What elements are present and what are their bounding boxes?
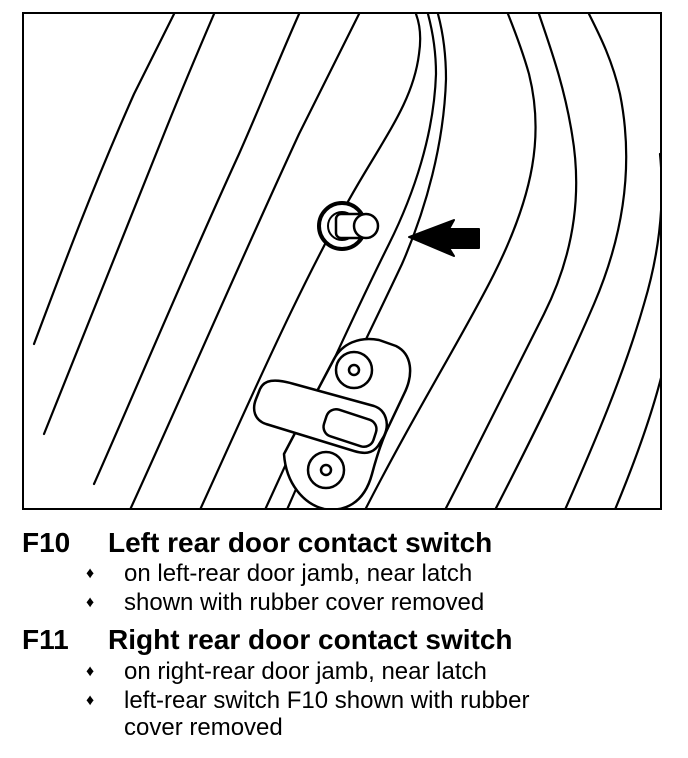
pointer-arrow bbox=[408, 219, 480, 257]
bullet-text: left-rear switch F10 shown with rubber bbox=[124, 687, 530, 714]
diamond-bullet-icon: ♦ bbox=[86, 565, 95, 582]
door-edge-line bbox=[42, 14, 216, 436]
diamond-bullet-icon: ♦ bbox=[86, 594, 95, 611]
pillar-line bbox=[494, 14, 628, 508]
door-edge-line bbox=[92, 14, 301, 486]
entry-code: F11 bbox=[22, 624, 69, 655]
door-edge-line bbox=[32, 14, 176, 346]
entry-title: Right rear door contact switch bbox=[108, 624, 513, 655]
diamond-bullet-icon: ♦ bbox=[86, 663, 95, 680]
diamond-bullet-icon: ♦ bbox=[86, 692, 95, 709]
pillar-line bbox=[564, 152, 660, 508]
bullet-text: shown with rubber cover removed bbox=[124, 589, 485, 616]
entry-code: F10 bbox=[22, 527, 71, 558]
bullet-text: cover removed bbox=[124, 714, 283, 741]
door-jamb-drawing bbox=[32, 14, 660, 508]
bullet-text: on right-rear door jamb, near latch bbox=[124, 658, 487, 685]
entry-title: Left rear door contact switch bbox=[108, 527, 493, 558]
door-jamb-illustration bbox=[22, 12, 662, 510]
contact-switch bbox=[317, 201, 380, 251]
jamb-edge-line bbox=[199, 14, 422, 508]
door-edge-line bbox=[129, 14, 361, 508]
pillar-line bbox=[444, 14, 578, 508]
pillar-line bbox=[614, 377, 660, 508]
bullet-text: on left-rear door jamb, near latch bbox=[124, 560, 473, 587]
latch-striker bbox=[252, 337, 412, 508]
pillar-line bbox=[364, 14, 537, 508]
